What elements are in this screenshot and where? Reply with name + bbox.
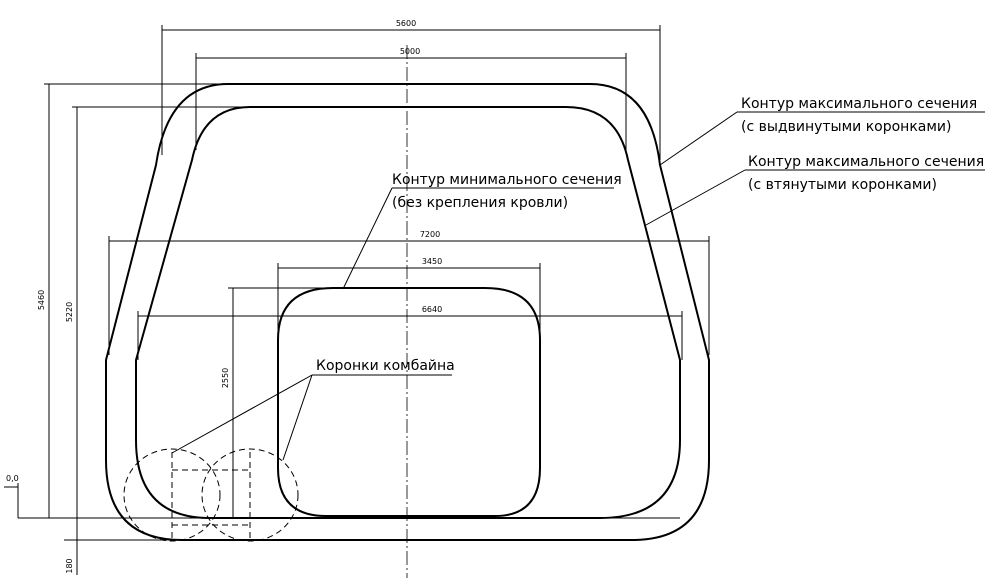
crown-left [123,448,221,542]
dim-5220-text: 5220 [65,302,74,322]
label-max-extended-1: Контур максимального сечения [741,96,977,112]
dim-6640: 6640 [137,305,683,360]
leader-min: Контур минимального сечения (без креплен… [342,172,622,290]
dim-5000: 5000 [195,47,627,150]
dim-5460-text: 5460 [37,290,46,310]
label-crowns: Коронки комбайна [316,358,455,374]
leader-crowns: Коронки комбайна [171,358,455,461]
dim-180-text: 180 [65,558,74,573]
dim-5600: 5600 [161,19,661,160]
contour-min [277,287,541,517]
dim-2550: 2550 [221,287,332,518]
dim-180: 180 [64,539,182,575]
leader-max-retracted: Контур максимального сечения (с втянутым… [645,154,985,226]
dim-3450-text: 3450 [422,257,442,266]
dim-3450: 3450 [277,257,541,330]
label-min-2: (без крепления кровли) [392,195,568,211]
dim-5600-text: 5600 [396,19,416,28]
crown-right [201,448,299,542]
contour-max-extended [105,83,710,541]
dim-7200-text: 7200 [420,230,440,239]
level-zero-text: 0,0 [6,474,19,483]
label-max-retracted-2: (с втянутыми коронками) [748,177,937,193]
dim-7200: 7200 [108,230,710,355]
level-zero: 0,0 [4,474,680,519]
contour-max-retracted [135,106,681,519]
combine-crowns [123,448,299,542]
dim-5000-text: 5000 [400,47,420,56]
label-min-1: Контур минимального сечения [392,172,622,188]
label-max-retracted-1: Контур максимального сечения [748,154,984,170]
label-max-extended-2: (с выдвинутыми коронками) [741,119,952,135]
dim-5460: 5460 [37,83,236,518]
leader-max-extended: Контур максимального сечения (с выдвинут… [659,96,985,166]
dim-5220: 5220 [65,106,252,540]
dim-2550-text: 2550 [221,368,230,388]
dim-6640-text: 6640 [422,305,442,314]
